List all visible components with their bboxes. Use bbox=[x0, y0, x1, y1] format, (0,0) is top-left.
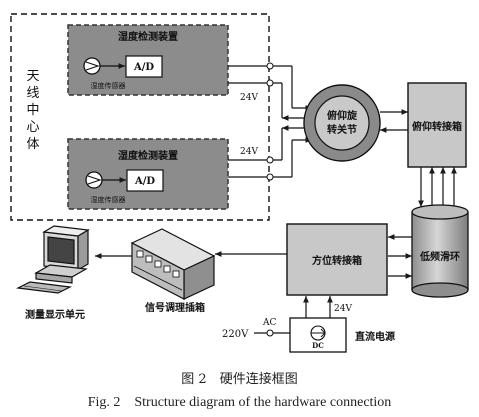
figure-caption-en: Fig. 2 Structure diagram of the hardware… bbox=[87, 395, 392, 410]
svg-text:转关节: 转关节 bbox=[327, 123, 357, 136]
ad-converter-bottom bbox=[126, 169, 164, 192]
antenna-center-region bbox=[10, 13, 270, 221]
svg-text:体: 体 bbox=[26, 137, 39, 152]
antenna-center-label: 天 线 中 心 体 bbox=[26, 69, 39, 152]
signal-conditioning-label: 信号调理插箱 bbox=[145, 301, 205, 314]
label-ac: AC bbox=[262, 318, 276, 328]
figure-caption-cn: 图 2 硬件连接框图 bbox=[181, 372, 298, 387]
measurement-display-label: 测量显示单元 bbox=[25, 308, 85, 321]
label-24v-mid: 24V bbox=[240, 147, 258, 157]
svg-text:湿度传感器: 湿度传感器 bbox=[91, 81, 126, 90]
svg-text:湿度检测装置: 湿度检测装置 bbox=[118, 149, 178, 162]
label-220v: 220V bbox=[222, 329, 249, 340]
dc-power-supply: DC bbox=[289, 317, 347, 353]
measurement-display-computer bbox=[15, 225, 90, 294]
svg-text:A/D: A/D bbox=[133, 62, 154, 73]
joint-to-pitch-box-lines bbox=[380, 109, 408, 133]
humidity-device-bottom: 湿度检测装置 A/D 湿度传感器 bbox=[67, 138, 229, 210]
humidity-device-top: 湿度检测装置 A/D 湿度传感器 bbox=[67, 24, 229, 96]
svg-text:方位转接箱: 方位转接箱 bbox=[312, 254, 362, 267]
azimuth-transfer-box: 方位转接箱 bbox=[286, 223, 388, 296]
slip-ring-to-azimuth-box-lines bbox=[388, 234, 412, 279]
pitch-transfer-box: 俯仰转接箱 bbox=[407, 82, 467, 168]
low-frequency-slip-ring: 低频滑环 bbox=[411, 204, 469, 298]
svg-text:线: 线 bbox=[26, 86, 39, 101]
svg-text:心: 心 bbox=[26, 120, 39, 135]
label-24v-top: 24V bbox=[240, 93, 258, 103]
device-wiring bbox=[228, 65, 312, 178]
label-24v-power: 24V bbox=[334, 304, 352, 314]
svg-text:A/D: A/D bbox=[134, 176, 155, 187]
svg-text:DC: DC bbox=[312, 341, 324, 350]
ac-connector bbox=[266, 329, 274, 337]
svg-text:低频滑环: 低频滑环 bbox=[419, 250, 460, 263]
svg-text:中: 中 bbox=[26, 103, 39, 118]
svg-text:俯仰旋: 俯仰旋 bbox=[327, 109, 358, 122]
svg-text:天: 天 bbox=[26, 69, 39, 84]
pitch-box-to-slip-ring-lines bbox=[418, 167, 457, 207]
signal-conditioning-chassis bbox=[130, 228, 216, 300]
pitch-rotary-joint: 俯仰旋 转关节 bbox=[303, 84, 381, 162]
svg-text:湿度检测装置: 湿度检测装置 bbox=[118, 30, 178, 43]
ad-converter-top bbox=[125, 55, 163, 78]
svg-text:湿度传感器: 湿度传感器 bbox=[91, 195, 126, 204]
svg-text:俯仰转接箱: 俯仰转接箱 bbox=[412, 120, 462, 133]
boundary-connectors bbox=[266, 62, 274, 181]
dc-power-label: 直流电源 bbox=[355, 330, 395, 343]
